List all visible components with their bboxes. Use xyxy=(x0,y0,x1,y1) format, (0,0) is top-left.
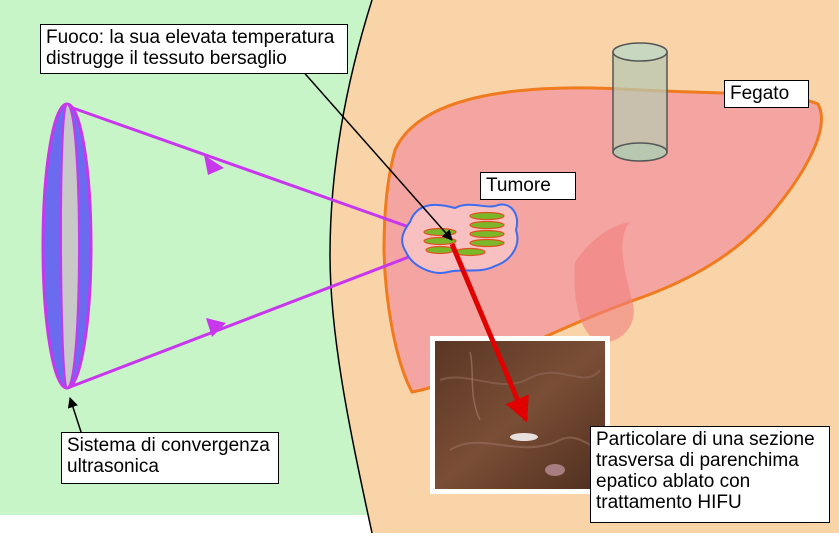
system-label-line-2: ultrasonica xyxy=(67,456,273,477)
vessel-cylinder xyxy=(613,43,667,161)
system-label-line-1: Sistema di convergenza xyxy=(67,435,273,456)
focus-label: Fuoco: la sua elevata temperatura distru… xyxy=(40,24,348,74)
detail-label-line-3: epatico ablato con xyxy=(596,471,824,492)
focus-label-line-2: distrugge il tessuto bersaglio xyxy=(46,48,342,69)
liver-label: Fegato xyxy=(724,80,809,108)
system-label: Sistema di convergenza ultrasonica xyxy=(61,432,279,484)
focus-label-line-1: Fuoco: la sua elevata temperatura xyxy=(46,27,342,48)
detail-label-line-1: Particolare di una sezione xyxy=(596,429,824,450)
detail-label-line-4: trattamento HIFU xyxy=(596,492,824,513)
tumor-label: Tumore xyxy=(480,172,576,200)
transducer-icon xyxy=(43,104,91,388)
detail-label: Particolare di una sezione trasversa di … xyxy=(590,426,830,523)
detail-label-line-2: trasversa di parenchima xyxy=(596,450,824,471)
ablated-lesion-spot xyxy=(510,433,538,441)
tissue-photo xyxy=(430,336,610,494)
